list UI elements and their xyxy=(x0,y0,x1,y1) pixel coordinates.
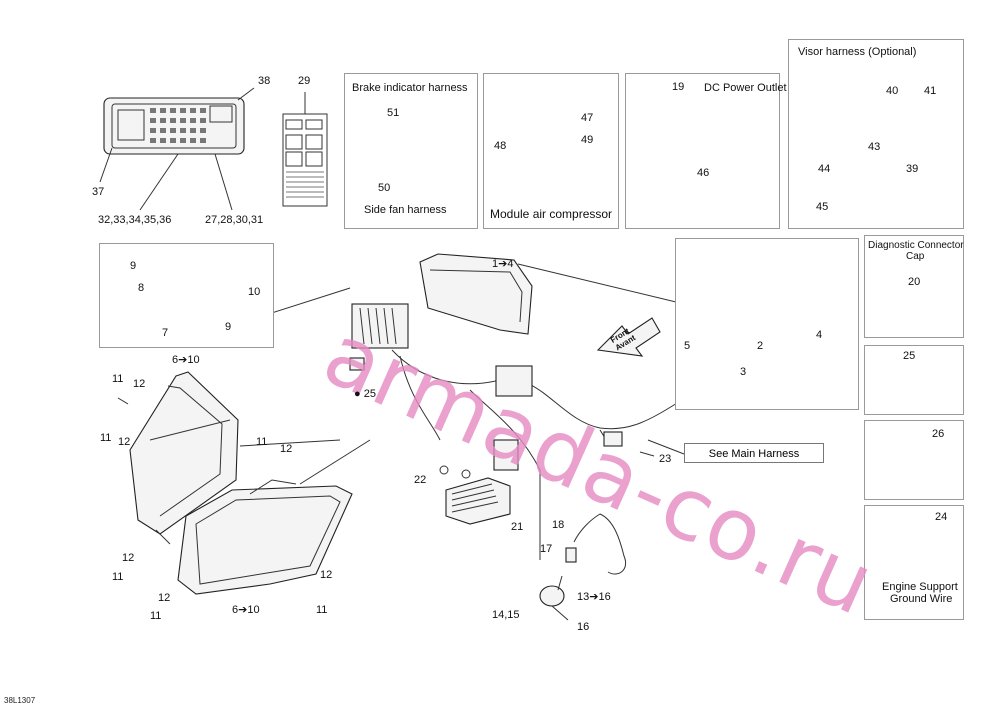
callout-26: 26 xyxy=(932,428,945,440)
callout-6-10a: 6➔10 xyxy=(172,354,200,366)
dc-outlet-title: DC Power Outlet xyxy=(704,82,787,94)
callout-41: 41 xyxy=(924,85,937,97)
callout-9a: 9 xyxy=(130,260,137,272)
callout-11b: 11 xyxy=(100,432,112,444)
callout-6-10b: 6➔10 xyxy=(232,604,260,616)
callout-51: 51 xyxy=(387,107,400,119)
callout-19: 19 xyxy=(672,81,685,93)
callout-11d: 11 xyxy=(112,571,124,583)
callout-12a: 12 xyxy=(133,378,146,390)
callout-43: 43 xyxy=(868,141,881,153)
callout-25-label: 25 xyxy=(363,388,376,400)
callout-12b: 12 xyxy=(118,436,131,448)
callout-16: 16 xyxy=(577,621,590,633)
callout-12e: 12 xyxy=(320,569,333,581)
callout-37: 37 xyxy=(92,186,105,198)
callout-12d: 12 xyxy=(122,552,135,564)
instrument-box xyxy=(675,238,859,410)
callout-5: 5 xyxy=(684,340,691,352)
callout-39: 39 xyxy=(906,163,919,175)
visor-harness-box xyxy=(788,39,964,229)
tether-drawing xyxy=(539,513,626,621)
brake-indicator-box xyxy=(344,73,478,229)
callout-2: 2 xyxy=(757,340,764,352)
callout-3: 3 xyxy=(740,366,747,378)
callout-10: 10 xyxy=(248,286,261,298)
callout-23: 23 xyxy=(659,453,672,465)
callout-4: 4 xyxy=(816,329,823,341)
callout-13-16: 13➔16 xyxy=(577,591,611,603)
callout-44: 44 xyxy=(818,163,831,175)
callout-21: 21 xyxy=(511,521,524,533)
regulator-drawing xyxy=(439,465,511,525)
ground-wire-title-1: Engine Support xyxy=(882,581,958,593)
fuse-label-card-drawing xyxy=(282,92,328,207)
side-fan-title: Side fan harness xyxy=(364,204,447,216)
headlamp-housing-drawing xyxy=(129,371,239,545)
callout-12f: 12 xyxy=(158,592,171,604)
callout-1-4: 1➔4 xyxy=(492,258,514,270)
callout-11f: 11 xyxy=(150,610,162,622)
ground-wire-box xyxy=(864,505,964,620)
callout-40: 40 xyxy=(886,85,899,97)
callout-8: 8 xyxy=(138,282,145,294)
callout-18: 18 xyxy=(552,519,565,531)
diagram-code: 38L1307 xyxy=(4,696,36,705)
compressor-title: Module air compressor xyxy=(490,207,613,221)
headlamp-lens-drawing xyxy=(177,479,353,595)
bulb-group-box xyxy=(99,243,274,348)
main-harness-drawing xyxy=(349,303,695,560)
callout-11e: 11 xyxy=(316,604,328,616)
callout-7: 7 xyxy=(162,327,169,339)
callout-11a: 11 xyxy=(112,373,124,385)
brake-indicator-title: Brake indicator harness xyxy=(352,82,468,94)
callout-29: 29 xyxy=(298,75,311,87)
callout-25: ● 25 xyxy=(354,388,376,400)
callout-38: 38 xyxy=(258,75,271,87)
diag-cap-box xyxy=(864,235,964,338)
callout-49: 49 xyxy=(581,134,594,146)
fuse-box-drawing xyxy=(99,87,255,211)
callout-25b: 25 xyxy=(903,350,916,362)
diag-cap-title-1: Diagnostic Connector xyxy=(868,240,964,251)
callout-14-15: 14,15 xyxy=(492,609,520,621)
see-main-harness-box: See Main Harness xyxy=(684,443,824,463)
callout-50: 50 xyxy=(378,182,391,194)
callout-46: 46 xyxy=(697,167,710,179)
callout-32-36: 32,33,34,35,36 xyxy=(98,214,172,226)
front-arrow-drawing xyxy=(596,317,661,357)
visor-harness-title: Visor harness (Optional) xyxy=(798,46,917,58)
callout-12c: 12 xyxy=(280,443,293,455)
diag-cap-title-2: Cap xyxy=(906,251,925,262)
callout-11c: 11 xyxy=(256,436,268,448)
callout-45: 45 xyxy=(816,201,829,213)
callout-9b: 9 xyxy=(225,321,232,333)
compressor-box xyxy=(483,73,619,229)
cable-tie-box xyxy=(864,420,964,500)
callout-48: 48 xyxy=(494,140,507,152)
callout-47: 47 xyxy=(581,112,594,124)
callout-20: 20 xyxy=(908,276,921,288)
callout-17: 17 xyxy=(540,543,553,555)
callout-22: 22 xyxy=(414,474,427,486)
callout-24: 24 xyxy=(935,511,948,523)
grease-box xyxy=(864,345,964,415)
callout-27-31: 27,28,30,31 xyxy=(205,214,264,226)
dc-outlet-box xyxy=(625,73,780,229)
ground-wire-title-2: Ground Wire xyxy=(890,593,953,605)
